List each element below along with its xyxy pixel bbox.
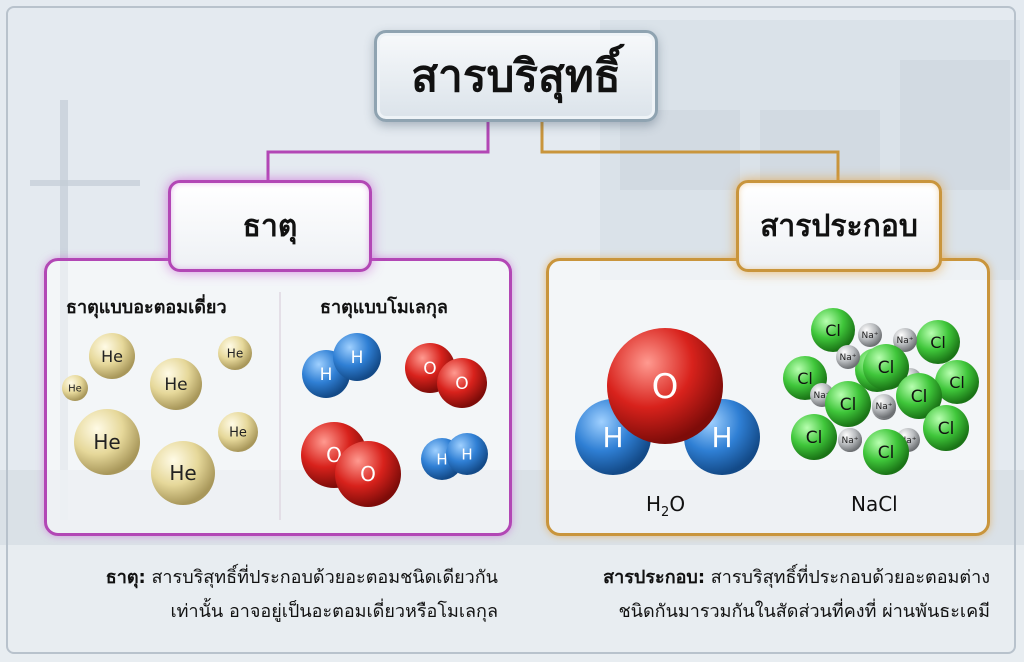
helium-atom-label: He [93,430,120,454]
helium-atom: He [151,441,215,505]
helium-atom: He [74,409,140,475]
chlorine-atom: Cl [935,360,979,404]
sodium-atom-label: Na⁺ [814,391,831,401]
oxygen-atom: O [437,358,487,408]
compound-description: สารประกอบ: สารบริสุทธิ์ที่ประกอบด้วยอะตอ… [548,561,990,629]
molecular-element-heading: ธาตุแบบโมเลกุล [320,297,448,318]
element-description-line1: ธาตุ: สารบริสุทธิ์ที่ประกอบด้วยอะตอมชนิด… [58,561,498,595]
helium-atom-label: He [68,384,82,395]
sodium-atom-label: Na⁺ [840,353,857,363]
chlorine-atom-label: Cl [911,387,928,407]
element-description-text1: สารบริสุทธิ์ที่ประกอบด้วยอะตอมชนิดเดียวก… [151,567,498,588]
hydrogen-atom-label: H [436,450,447,468]
compound-description-text1: สารบริสุทธิ์ที่ประกอบด้วยอะตอมต่าง [710,567,990,588]
compound-category-label: สารประกอบ [760,208,918,244]
chlorine-atom: Cl [791,414,837,460]
water-formula-base: H [646,492,662,516]
water-oxygen-atom: O [607,328,723,444]
chlorine-atom: Cl [811,308,855,352]
chlorine-atom: Cl [863,344,909,390]
oxygen-atom-label: O [455,374,468,394]
hydrogen-atom-label: H [461,445,472,463]
chlorine-atom-label: Cl [949,373,965,392]
chlorine-atom-label: Cl [878,443,895,463]
chlorine-atom-label: Cl [825,321,841,340]
oxygen-atom: O [335,441,401,507]
chlorine-atom: Cl [916,320,960,364]
oxygen-atom-label: O [360,462,376,486]
water-hydrogen-atom-label: H [711,421,732,454]
compound-category-box: สารประกอบ [736,180,942,272]
helium-atom-label: He [101,347,123,366]
chlorine-atom-label: Cl [938,419,955,439]
sodium-atom-label: Na⁺ [876,402,893,412]
compound-description-line2: ชนิดกันมารวมกันในสัดส่วนที่คงที่ ผ่านพัน… [618,601,990,622]
chlorine-atom-label: Cl [878,358,895,378]
helium-atom-label: He [164,375,187,395]
title-box: สารบริสุทธิ์ [374,30,658,122]
hydrogen-atom-label: H [320,365,333,385]
atomic-element-heading: ธาตุแบบอะตอมเดี่ยว [66,297,227,318]
oxygen-atom-label: O [423,359,436,379]
chlorine-atom-label: Cl [840,395,857,415]
chlorine-atom: Cl [825,381,871,427]
helium-atom-label: He [227,346,243,360]
helium-atom: He [218,412,258,452]
water-hydrogen-atom-label: H [602,421,623,454]
helium-atom-label: He [229,426,247,441]
water-formula: H2O [646,492,685,520]
sodium-atom: Na⁺ [836,345,860,369]
helium-atom: He [62,375,88,401]
page-title: สารบริสุทธิ์ [411,51,621,102]
helium-atom-label: He [169,461,196,485]
sodium-atom: Na⁺ [858,323,882,347]
chlorine-atom-label: Cl [806,428,823,448]
hydrogen-atom-label: H [351,348,364,368]
sodium-atom: Na⁺ [872,394,896,418]
water-formula-tail: O [669,492,686,516]
chlorine-atom: Cl [863,429,909,475]
element-description-term: ธาตุ: [105,567,146,588]
sodium-atom-label: Na⁺ [900,436,917,446]
outer-frame [6,6,1016,654]
hydrogen-atom: H [446,433,488,475]
sodium-atom-label: Na⁺ [862,331,879,341]
chlorine-atom: Cl [896,373,942,419]
sodium-atom-label: Na⁺ [842,436,859,446]
element-description-line2: เท่านั้น อาจอยู่เป็นอะตอมเดี่ยวหรือโมเลก… [170,601,499,622]
hydrogen-atom: H [333,333,381,381]
element-description: ธาตุ: สารบริสุทธิ์ที่ประกอบด้วยอะตอมชนิด… [58,561,498,629]
compound-description-term: สารประกอบ: [603,567,706,588]
helium-atom: He [89,333,135,379]
chlorine-atom-label: Cl [930,333,946,352]
sodium-atom: Na⁺ [893,328,917,352]
element-category-label: ธาตุ [242,208,298,244]
element-category-box: ธาตุ [168,180,372,272]
helium-atom: He [150,358,202,410]
sodium-atom-label: Na⁺ [897,336,914,346]
water-oxygen-atom-label: O [652,367,679,407]
chlorine-atom-label: Cl [797,369,813,388]
helium-atom: He [218,336,252,370]
chlorine-atom: Cl [923,405,969,451]
compound-description-line1: สารประกอบ: สารบริสุทธิ์ที่ประกอบด้วยอะตอ… [548,561,990,595]
salt-formula: NaCl [851,492,898,516]
sodium-atom: Na⁺ [838,428,862,452]
water-formula-subscript: 2 [661,505,670,520]
element-panel [44,258,512,536]
